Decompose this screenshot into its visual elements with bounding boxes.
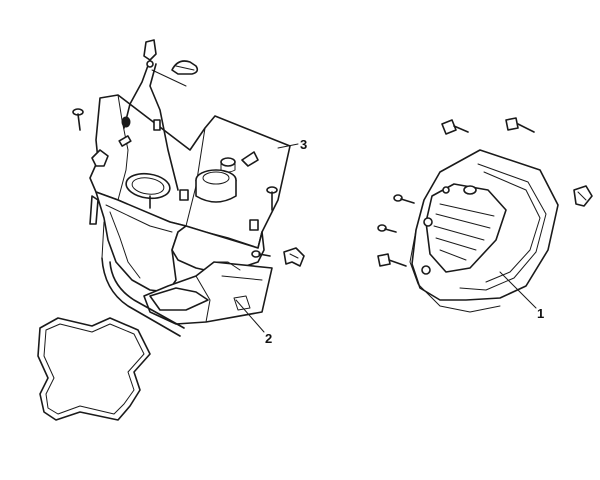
lower-duct-part-2 <box>101 221 273 337</box>
callout-label-1: 1 <box>537 306 544 321</box>
fan-cover-bolts <box>377 117 535 267</box>
bolt-icon <box>251 250 271 258</box>
clip-icon <box>283 247 305 267</box>
bolt-icon <box>266 186 278 211</box>
callout-2: 2 <box>235 299 272 346</box>
callout-label-2: 2 <box>265 331 272 346</box>
bolt-icon <box>377 253 407 267</box>
top-clip-part <box>171 60 199 75</box>
bolt-icon <box>393 194 415 204</box>
callout-3: 3 <box>277 137 307 152</box>
bolt-icon <box>441 119 469 135</box>
upper-shroud-part-3 <box>89 94 291 293</box>
bolt-icon <box>505 117 535 133</box>
bolt-icon <box>72 108 84 131</box>
gasket-icon <box>37 317 151 421</box>
fan-cover-part-1 <box>409 149 559 313</box>
wire-harness <box>121 39 187 191</box>
callout-label-3: 3 <box>300 137 307 152</box>
bolt-icon <box>377 224 397 233</box>
shroud-screws <box>72 108 278 258</box>
callout-1: 1 <box>499 271 544 321</box>
nut-icon <box>573 185 593 207</box>
